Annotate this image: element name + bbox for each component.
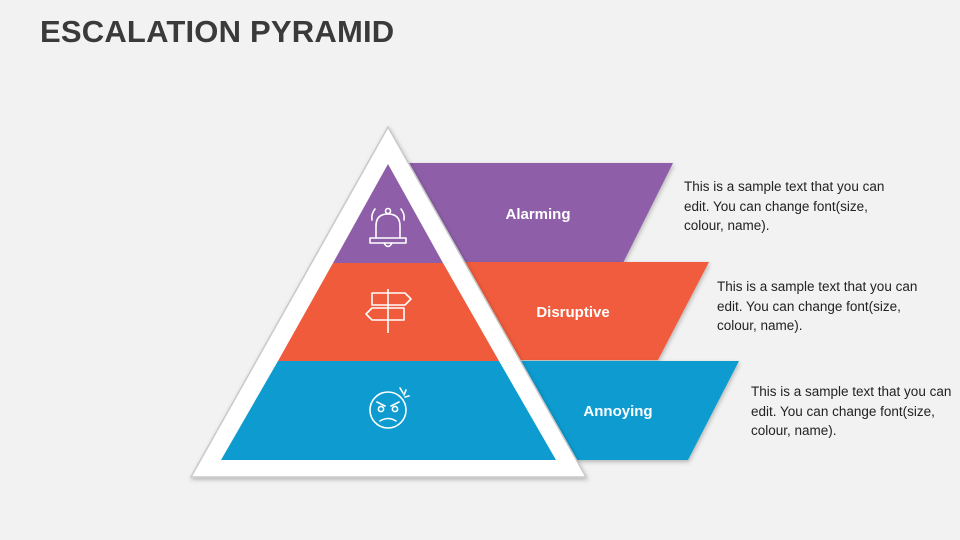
page-title: ESCALATION PYRAMID [40,14,395,49]
level-label-alarming: Alarming [505,206,570,223]
level-label-annoying: Annoying [583,403,652,420]
pyramid-level-annoying [221,361,556,460]
level-label-disruptive: Disruptive [536,304,609,321]
angry-face-icon [369,387,410,429]
signpost-icon [365,289,412,333]
description-disruptive: This is a sample text that you can edit.… [717,279,918,333]
description-alarming: This is a sample text that you can edit.… [684,179,885,233]
bell-icon [369,207,407,248]
description-annoying: This is a sample text that you can edit.… [751,384,952,438]
